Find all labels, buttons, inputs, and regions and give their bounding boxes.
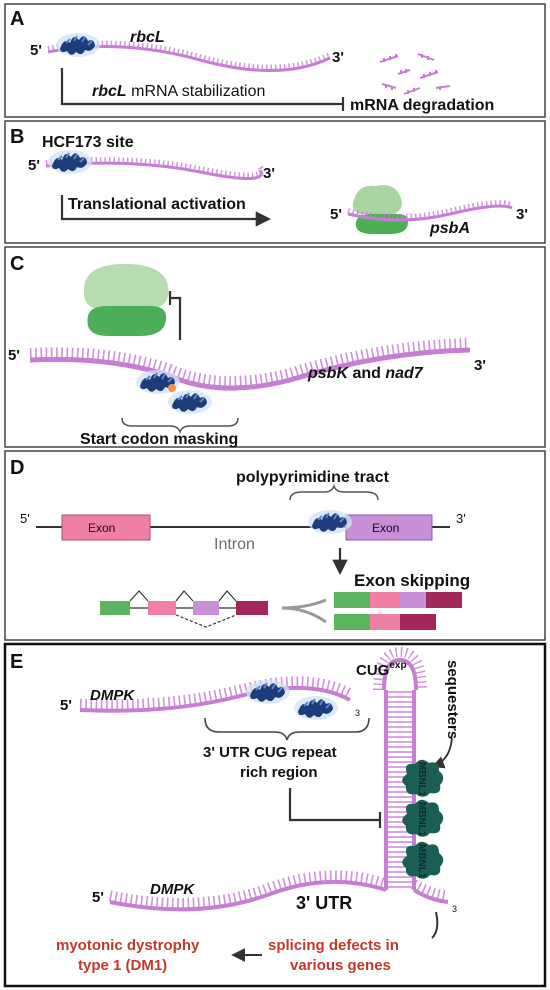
panel-a-letter: A bbox=[10, 8, 24, 30]
panel-c-bracket bbox=[121, 417, 239, 435]
panel-c-protein-icon-2 bbox=[167, 389, 213, 415]
panel-e-rna-top bbox=[79, 676, 353, 713]
panel-c-inhibition-line bbox=[168, 291, 182, 340]
panel-b: B HCF173 site 5' 3' Translational activa… bbox=[4, 120, 546, 244]
panel-c-rna-strand bbox=[29, 338, 471, 391]
splice-exon-pink bbox=[148, 601, 176, 615]
panel-a-degradation-label: mRNA degradation bbox=[350, 97, 494, 114]
panel-a-three-prime: 3' bbox=[332, 49, 344, 66]
panel-b-three-prime: 3' bbox=[263, 165, 275, 182]
cug-exp-label: CUGexp bbox=[356, 660, 407, 679]
mbnl1-protein-3: MBNL1 bbox=[402, 841, 444, 879]
panel-b-border bbox=[4, 120, 546, 244]
sequesters-label: sequesters bbox=[444, 660, 461, 739]
panel-d-five-prime: 5' bbox=[20, 511, 30, 526]
panel-a: A 5' rbcL 3' rbcL mRNA stabilization mRN… bbox=[4, 3, 546, 118]
panel-c-three-prime: 3' bbox=[474, 357, 486, 374]
panel-c-five-prime: 5' bbox=[8, 347, 20, 364]
mbnl1-protein-1: MBNL1 bbox=[402, 759, 444, 797]
dm1-line1: myotonic dystrophy bbox=[56, 937, 200, 954]
panel-b-activation-label: Translational activation bbox=[68, 196, 246, 213]
panel-d-letter: D bbox=[10, 457, 24, 479]
panel-e-five-prime-top: 5' bbox=[60, 697, 72, 714]
panel-e-rna-bottom bbox=[108, 870, 449, 912]
panel-a-border bbox=[4, 3, 546, 118]
panel-b-site-label: HCF173 site bbox=[42, 134, 134, 151]
panel-c-gene-label: psbK and nad7 bbox=[307, 365, 424, 382]
splice-diagram bbox=[100, 590, 268, 628]
splice-exon-purple bbox=[193, 601, 219, 615]
mbnl1-label-2: MBNL1 bbox=[416, 802, 427, 837]
splice-product-skipped bbox=[334, 614, 436, 630]
panel-e-three-prime-top: 3 bbox=[355, 708, 360, 718]
panel-e: E 5' DMPK 3 3' UTR CUG repeat rich regio… bbox=[3, 642, 547, 988]
mrna-fragments-icon bbox=[379, 53, 451, 95]
panel-d-protein-icon bbox=[307, 509, 353, 535]
splice-exon-maroon bbox=[236, 601, 268, 615]
splice-branch-arrows bbox=[281, 598, 327, 624]
panel-e-letter: E bbox=[10, 651, 23, 673]
panel-b-three-prime-2: 3' bbox=[516, 206, 528, 223]
repeat-region-line2: rich region bbox=[240, 764, 318, 781]
start-codon-marker bbox=[168, 384, 176, 392]
panel-a-inhibition-line bbox=[60, 68, 345, 111]
panel-d-three-prime: 3' bbox=[456, 511, 466, 526]
panel-d-tract-label: polypyrimidine tract bbox=[236, 469, 390, 486]
panel-e-bracket bbox=[204, 717, 370, 741]
exon-2-box bbox=[345, 514, 433, 541]
mbnl1-label-1: MBNL1 bbox=[416, 762, 427, 797]
panel-e-five-prime-bottom: 5' bbox=[92, 889, 104, 906]
panel-b-five-prime: 5' bbox=[28, 157, 40, 174]
mbnl1-label-3: MBNL1 bbox=[416, 844, 427, 879]
splice-defects-line2: various genes bbox=[290, 957, 391, 974]
panel-c: C 5' 3' psbK and nad7 Start codon maskin… bbox=[4, 246, 546, 448]
panel-c-border bbox=[4, 246, 546, 448]
exon-skipping-label: Exon skipping bbox=[354, 571, 470, 590]
panel-e-protein-icon-2 bbox=[293, 695, 339, 721]
exon-2-label: Exon bbox=[372, 521, 399, 535]
dm1-line2: type 1 (DM1) bbox=[78, 957, 167, 974]
panel-b-gene-label: psbA bbox=[429, 220, 470, 237]
splice-defects-line1: splicing defects in bbox=[268, 937, 399, 954]
panel-b-activation-arrow bbox=[60, 195, 272, 227]
panel-b-letter: B bbox=[10, 126, 24, 148]
intron-label: Intron bbox=[214, 536, 255, 553]
panel-c-letter: C bbox=[10, 253, 24, 275]
splice-exon-green bbox=[100, 601, 130, 615]
panel-b-rna-strand-2 bbox=[347, 200, 514, 222]
panel-b-protein-icon bbox=[47, 149, 93, 175]
panel-d: D polypyrimidine tract 5' Exon Intron Ex… bbox=[4, 450, 546, 641]
splice-product-full bbox=[334, 592, 462, 608]
panel-b-five-prime-2: 5' bbox=[330, 206, 342, 223]
panel-d-bracket bbox=[289, 483, 379, 501]
panel-d-border bbox=[4, 450, 546, 641]
panel-e-protein-icon bbox=[245, 679, 291, 705]
panel-a-stabilization-label: rbcL mRNA stabilization bbox=[92, 83, 265, 100]
mbnl1-protein-2: MBNL1 bbox=[402, 799, 444, 837]
exon-1-box bbox=[61, 514, 151, 541]
panel-e-three-prime-bottom: 3 bbox=[452, 904, 457, 914]
panel-e-gene-top: DMPK bbox=[90, 687, 135, 704]
exon-1-label: Exon bbox=[88, 521, 115, 535]
repeat-region-line1: 3' UTR CUG repeat bbox=[203, 744, 337, 761]
panel-a-gene-label: rbcL bbox=[130, 29, 165, 46]
panel-a-protein-icon bbox=[55, 32, 101, 58]
panel-c-masking-label: Start codon masking bbox=[80, 431, 238, 448]
panel-e-outcome-arrows bbox=[231, 911, 439, 962]
utr-label: 3' UTR bbox=[296, 893, 352, 913]
panel-e-gene-bottom: DMPK bbox=[150, 881, 195, 898]
panel-a-five-prime: 5' bbox=[30, 42, 42, 59]
panel-c-ribosome-icon bbox=[83, 264, 169, 336]
panel-e-inhibition-line bbox=[288, 788, 382, 828]
